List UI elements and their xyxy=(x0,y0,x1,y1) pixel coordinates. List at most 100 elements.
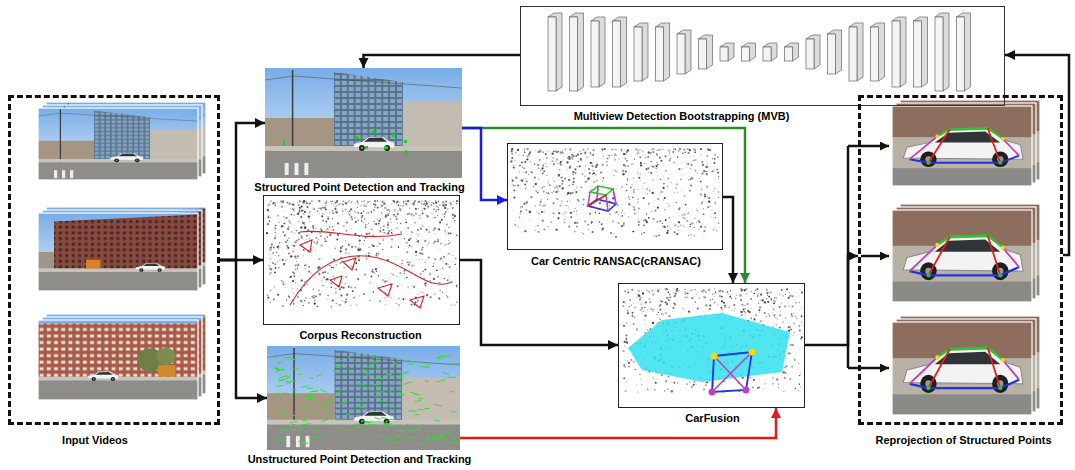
point-cloud xyxy=(382,279,384,281)
point-cloud xyxy=(375,268,377,270)
unstructured-frame xyxy=(417,424,423,426)
point-cloud xyxy=(308,201,310,203)
point-cloud xyxy=(325,202,327,204)
point-cloud xyxy=(717,172,719,174)
point-cloud xyxy=(612,196,614,198)
point-cloud xyxy=(441,219,443,221)
point-cloud xyxy=(273,247,275,249)
unstructured-frame xyxy=(375,395,381,396)
point-cloud xyxy=(398,305,399,306)
point-cloud xyxy=(669,217,670,218)
point-cloud xyxy=(394,201,396,203)
point-cloud xyxy=(391,239,393,241)
point-cloud xyxy=(616,188,618,190)
point-cloud xyxy=(751,291,752,292)
point-cloud xyxy=(270,290,271,291)
point-cloud xyxy=(629,204,631,206)
point-cloud xyxy=(709,206,710,207)
point-cloud xyxy=(297,214,298,215)
point-cloud xyxy=(543,170,545,172)
point-cloud xyxy=(313,247,314,248)
point-cloud xyxy=(447,253,448,254)
point-cloud xyxy=(304,300,306,302)
unstructured-frame xyxy=(438,437,446,440)
point-cloud xyxy=(517,149,519,151)
point-cloud xyxy=(278,222,279,223)
point-cloud xyxy=(568,225,570,227)
point-cloud xyxy=(706,171,708,173)
point-cloud xyxy=(270,302,271,303)
unstructured-frame xyxy=(272,357,275,358)
point-cloud xyxy=(620,149,622,151)
point-cloud xyxy=(718,177,720,179)
point-cloud xyxy=(447,243,449,245)
unstructured-frame xyxy=(320,404,324,405)
point-cloud xyxy=(357,201,359,203)
point-cloud xyxy=(431,202,432,203)
point-cloud xyxy=(663,226,665,228)
point-cloud xyxy=(521,179,523,181)
point-cloud xyxy=(315,277,317,279)
point-cloud xyxy=(409,261,411,263)
point-cloud xyxy=(779,315,781,317)
point-cloud xyxy=(273,298,275,300)
point-cloud xyxy=(302,255,303,256)
point-cloud xyxy=(648,152,650,154)
point-cloud xyxy=(526,158,528,160)
point-cloud xyxy=(336,205,338,207)
point-cloud xyxy=(626,151,628,153)
point-cloud xyxy=(319,233,320,234)
unstructured-frame xyxy=(274,368,279,370)
point-cloud xyxy=(569,156,571,158)
video-frame-stack xyxy=(38,320,198,400)
point-cloud xyxy=(387,222,389,224)
point-cloud xyxy=(268,216,269,217)
unstructured-frame xyxy=(425,366,430,367)
point-cloud xyxy=(640,174,641,175)
point-cloud xyxy=(584,181,586,183)
point-cloud xyxy=(418,208,419,209)
point-cloud xyxy=(330,286,332,288)
point-cloud xyxy=(366,203,368,205)
point-cloud xyxy=(377,246,378,247)
point-cloud xyxy=(304,211,306,213)
point-cloud xyxy=(523,178,524,179)
point-cloud xyxy=(670,381,672,383)
point-cloud xyxy=(661,301,662,302)
point-cloud xyxy=(678,208,680,210)
point-cloud xyxy=(376,253,377,254)
car-wireframe xyxy=(588,195,606,206)
point-cloud xyxy=(688,212,690,214)
point-cloud xyxy=(399,208,401,210)
point-cloud xyxy=(678,150,680,152)
point-cloud xyxy=(388,279,390,281)
point-cloud xyxy=(357,278,359,280)
point-cloud xyxy=(318,272,319,273)
point-cloud xyxy=(290,277,291,278)
point-cloud xyxy=(646,289,648,291)
point-cloud xyxy=(546,157,547,158)
point-cloud xyxy=(277,261,279,263)
point-cloud xyxy=(407,251,409,253)
point-cloud xyxy=(574,230,576,232)
point-cloud xyxy=(621,225,623,227)
point-cloud xyxy=(359,243,361,245)
camera-trajectory xyxy=(343,258,356,270)
point-cloud xyxy=(520,211,522,213)
point-cloud xyxy=(645,168,647,170)
point-cloud xyxy=(433,263,434,264)
unstructured-frame xyxy=(375,391,384,393)
unstructured-frame xyxy=(361,369,369,371)
point-cloud xyxy=(722,291,724,293)
point-cloud xyxy=(676,233,678,235)
point-cloud xyxy=(345,283,347,285)
unstructured-frame xyxy=(356,426,362,428)
point-cloud xyxy=(281,280,283,282)
point-cloud xyxy=(345,252,347,254)
point-cloud xyxy=(636,384,637,385)
point-cloud xyxy=(295,282,297,284)
point-cloud xyxy=(354,287,356,289)
point-cloud xyxy=(274,202,276,204)
point-cloud xyxy=(663,175,665,177)
point-cloud xyxy=(319,213,320,214)
